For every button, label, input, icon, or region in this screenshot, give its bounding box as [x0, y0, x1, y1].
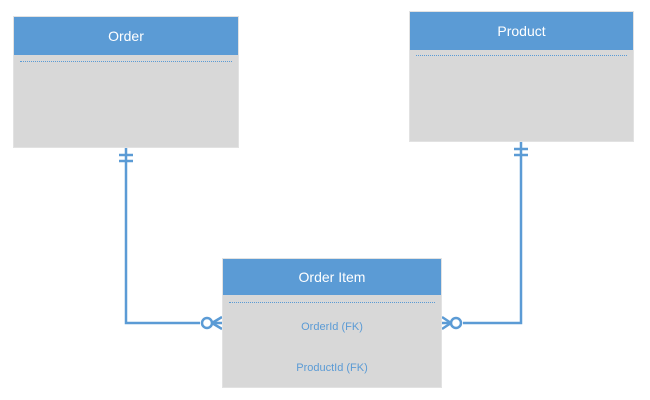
relationship-product-orderitem [441, 142, 528, 331]
entity-product-title: Product [410, 12, 633, 50]
entity-product-divider [416, 55, 627, 56]
entity-order-item[interactable]: Order Item OrderId (FK) ProductId (FK) [222, 258, 442, 388]
attribute-product-id: ProductId (FK) [296, 362, 368, 374]
entity-order-item-divider [229, 302, 435, 303]
entity-order-title: Order [14, 17, 238, 55]
entity-product[interactable]: Product [409, 11, 634, 142]
attribute-order-id: OrderId (FK) [301, 321, 363, 333]
entity-order-item-title: Order Item [223, 259, 441, 295]
entity-order-divider [20, 61, 232, 62]
entity-order[interactable]: Order [13, 16, 239, 148]
relationship-order-orderitem [119, 148, 223, 331]
